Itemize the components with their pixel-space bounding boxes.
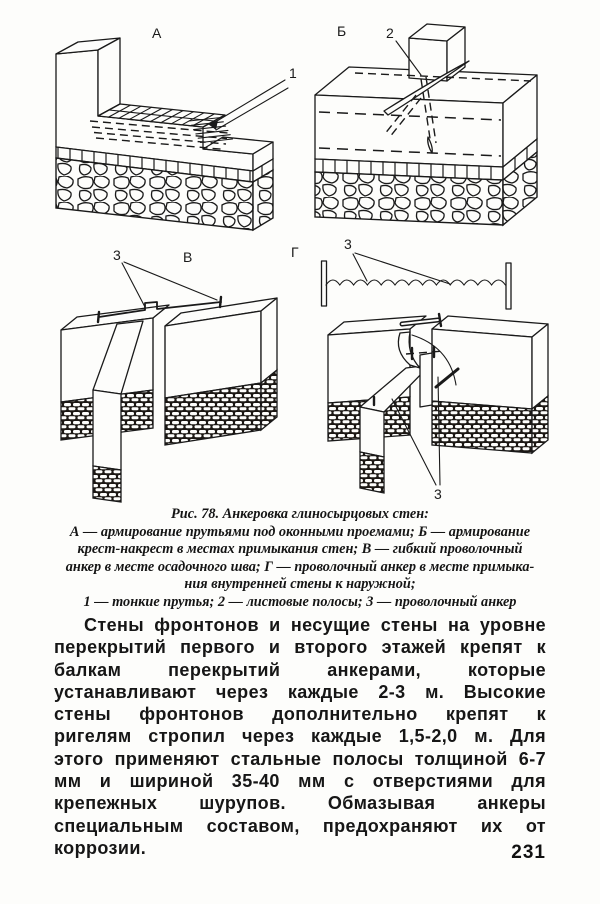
stone-foundation-a: [55, 146, 274, 232]
caption-line: анкер в месте осадочного шва; Г — провол…: [65, 558, 535, 575]
outer-wall-right-block: [431, 315, 549, 455]
panel-label-v: В: [183, 249, 192, 265]
settlement-joint: [152, 304, 182, 399]
hidden-strip-lines: [318, 72, 532, 157]
body-paragraph: Стены фронтонов и несущие стены на уровн…: [54, 615, 546, 858]
right-block: [164, 297, 278, 446]
callout-1-leader: [208, 79, 289, 131]
panel-label-b: Б: [337, 23, 346, 39]
panel-b-cross-strips: Б 2: [314, 23, 538, 227]
wire-anchor-z: [96, 295, 223, 324]
caption-line: ния внутренней стены к наружной;: [184, 576, 416, 592]
panel-v-settlement-joint-anchor: 3 В: [60, 247, 278, 503]
panel-g-wavy-wire-anchor: 3 Г 3: [291, 236, 549, 502]
brick-course-b: [314, 137, 538, 182]
wall-b: [314, 66, 538, 168]
callout-2-label: 2: [386, 25, 394, 41]
callout-2-leader: [395, 40, 422, 76]
caption-line: А — армирование прутьями под оконными пр…: [69, 523, 531, 540]
callout-3-label-g-top: 3: [344, 236, 352, 252]
panel-label-a: А: [152, 25, 162, 41]
callout-3-leader-g-top: [352, 252, 451, 285]
panel-label-g: Г: [291, 244, 299, 260]
caption-title: Рис. 78. Анкеровка глиносырцовых стен:: [171, 506, 429, 522]
callout-3-leader-g-bottom: [391, 376, 441, 486]
stone-foundation-b: [314, 150, 538, 227]
stub-wall: [408, 23, 466, 82]
sheet-strips-x: [383, 60, 470, 154]
callout-3-label-v: 3: [113, 247, 121, 263]
perpendicular-wall: [92, 320, 144, 503]
caption-line: 1 — тонкие прутья; 2 — листовые полосы; …: [83, 593, 517, 610]
page-number: 231: [511, 842, 546, 863]
callout-3-leader-v: [121, 261, 218, 308]
protruding-rods: [188, 116, 234, 144]
callout-1-label: 1: [289, 65, 297, 81]
callout-3-label-g-bottom: 3: [434, 486, 442, 502]
caption-line: крест-накрест в местах примыкания стен; …: [77, 541, 523, 557]
figure-caption: Рис. 78. Анкеровка глиносырцовых стен: А…: [0, 506, 600, 611]
panel-a-rods-under-window: А 1: [55, 25, 297, 232]
anchor-hardware: [397, 312, 460, 408]
wire-anchor-detail: [320, 260, 512, 310]
